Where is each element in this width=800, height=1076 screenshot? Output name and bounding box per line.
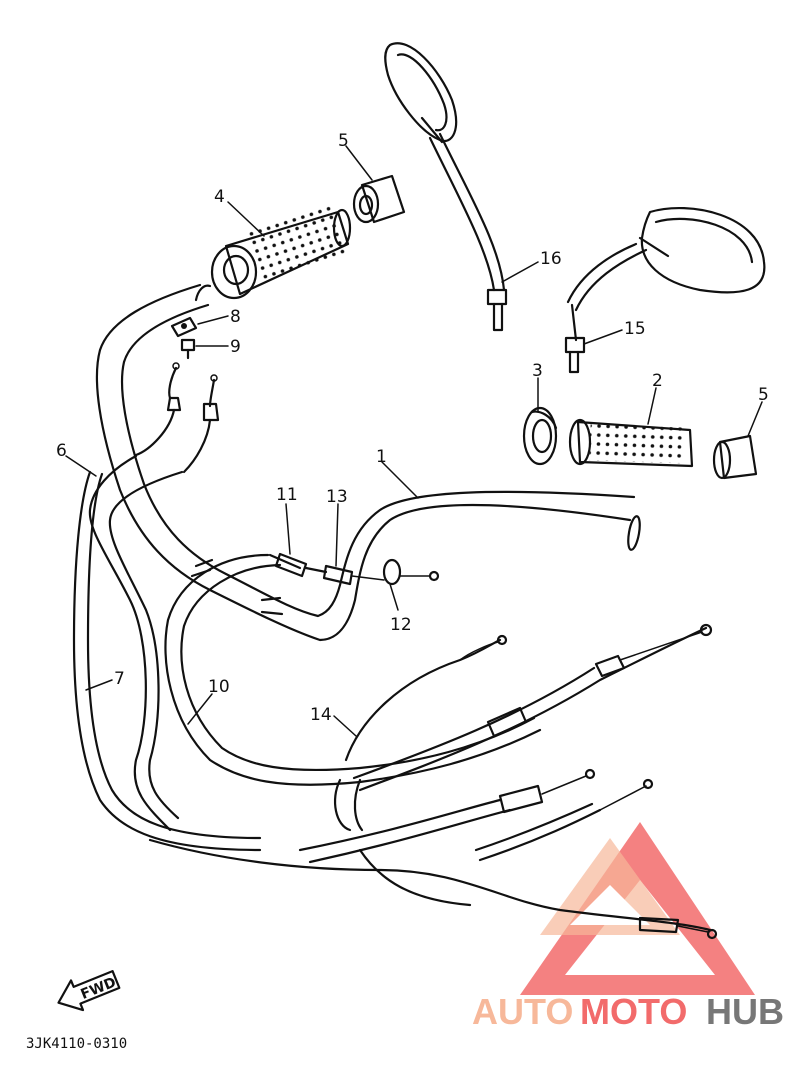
callout-labels: 1 2 3 4 5 5 6 7 8 9 10 11 12 13 14 15 16 — [56, 131, 769, 725]
callout-12: 12 — [390, 615, 412, 635]
handlebar-grip-2 — [568, 418, 694, 468]
callout-16: 16 — [540, 249, 562, 269]
callout-6: 6 — [56, 441, 67, 461]
cable-14 — [333, 638, 502, 832]
callout-5-top: 5 — [338, 131, 349, 151]
upper-right-cables — [352, 623, 713, 792]
throttle-cable-7 — [72, 470, 262, 852]
callout-3: 3 — [532, 361, 543, 381]
fwd-label: FWD — [78, 974, 118, 1003]
throttle-grip — [210, 202, 352, 300]
screw-9 — [180, 338, 196, 360]
callout-14: 14 — [310, 705, 332, 725]
watermark-part-auto: AUTO — [472, 991, 573, 1032]
watermark-part-moto: MOTO — [580, 991, 687, 1032]
callout-13: 13 — [326, 487, 348, 507]
callout-4: 4 — [214, 187, 225, 207]
watermark-text: AUTO MOTO HUB — [472, 991, 784, 1032]
callout-11: 11 — [276, 485, 298, 505]
lower-cables — [148, 768, 718, 940]
leader-lines — [65, 145, 763, 737]
callout-9: 9 — [230, 337, 241, 357]
callout-7: 7 — [114, 669, 125, 689]
callout-2: 2 — [652, 371, 663, 391]
callout-1: 1 — [376, 447, 387, 467]
grip-end-cap-right — [712, 434, 758, 480]
callout-8: 8 — [230, 307, 241, 327]
callout-10: 10 — [208, 677, 230, 697]
mirror-left — [384, 42, 508, 332]
handlebar — [95, 283, 641, 642]
callout-5-right: 5 — [758, 385, 769, 405]
callout-15: 15 — [624, 319, 646, 339]
fwd-arrow-icon: FWD — [57, 970, 121, 1012]
cable-guide-8 — [170, 316, 198, 338]
throttle-cable-6 — [88, 454, 184, 832]
grip-end-cap-top — [352, 174, 406, 224]
mirror-right — [564, 206, 766, 374]
clutch-cable-adjuster — [268, 552, 440, 586]
diagram-code: 3JK4110-0310 — [26, 1036, 127, 1052]
grip-collar-3 — [522, 406, 558, 466]
throttle-cable-ends — [134, 362, 220, 474]
clutch-cable-10 — [164, 553, 542, 786]
watermark-part-hub: HUB — [706, 991, 784, 1032]
